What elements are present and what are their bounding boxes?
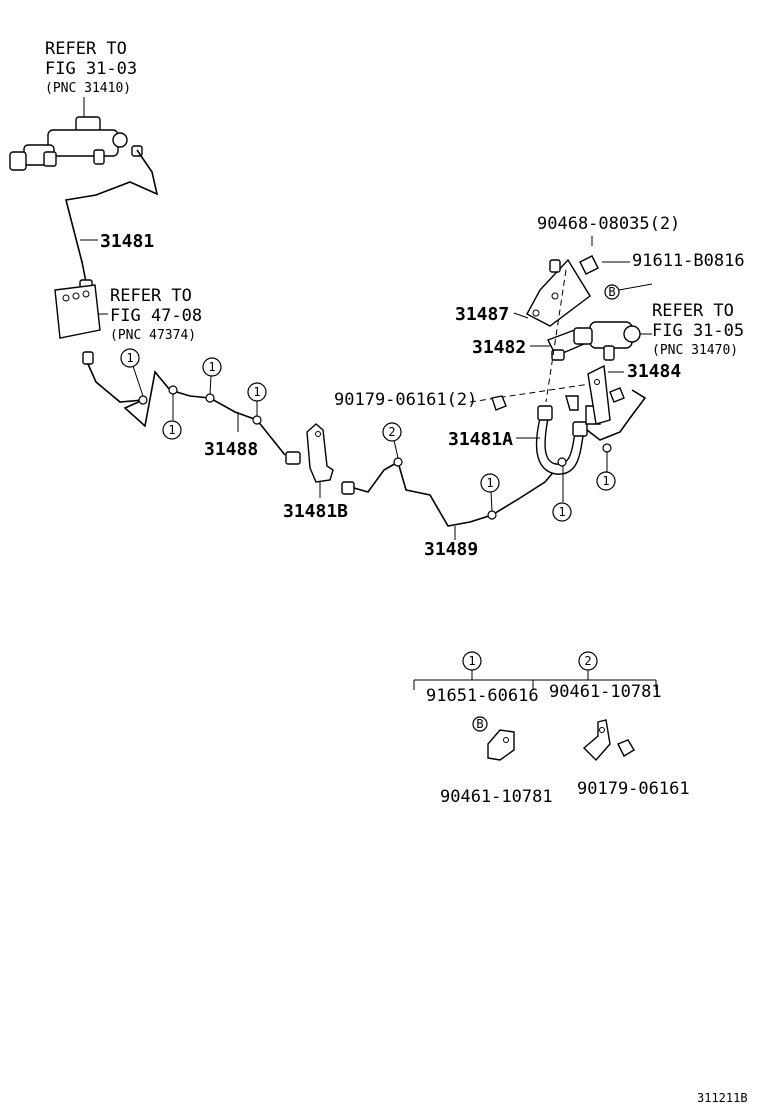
part-label-31481a: 31481A: [448, 429, 513, 450]
svg-text:2: 2: [584, 654, 591, 668]
release-cylinder-drawing: [573, 321, 652, 361]
part-label-31489: 31489: [424, 539, 478, 560]
reservoir-drawing: [54, 284, 108, 339]
part-label-31487: 31487: [455, 304, 509, 325]
master-cylinder-drawing: [9, 97, 143, 171]
part-label-31481: 31481: [100, 231, 154, 252]
hose-31481a-drawing: [535, 405, 588, 475]
callout-1: 1: [596, 471, 616, 491]
svg-text:2: 2: [388, 425, 395, 439]
legend-part-label: 90461-10781: [549, 682, 662, 702]
ref-text: (PNC 47374): [110, 328, 196, 343]
bracket-31487-drawing: [526, 255, 599, 327]
callout-b: B: [604, 284, 620, 300]
svg-text:1: 1: [126, 351, 133, 365]
callout-1: 1: [162, 420, 182, 440]
part-label-91611: 91611-B0816: [632, 251, 745, 271]
ref-text: FIG 47-08: [110, 306, 202, 326]
pipe-31488: [87, 363, 286, 456]
part-label-31482: 31482: [472, 337, 526, 358]
bracket-31481b-drawing: [306, 423, 334, 498]
part-label-90468: 90468-08035(2): [537, 214, 680, 234]
svg-text:1: 1: [602, 474, 609, 488]
ref-text: (PNC 31470): [652, 343, 738, 358]
svg-text:1: 1: [486, 476, 493, 490]
part-label-90179-pair: 90179-06161(2): [334, 390, 477, 410]
pipe-31489: [353, 460, 563, 527]
callout-2: 2: [382, 422, 402, 442]
callout-1: 1: [120, 348, 140, 368]
bracket-31484-drawing: [587, 364, 625, 425]
ref-reservoir: REFER TO FIG 47-08 (PNC 47374): [110, 286, 202, 343]
svg-text:1: 1: [168, 423, 175, 437]
legend-clamp-2-drawing: [582, 719, 635, 762]
ref-text: REFER TO: [110, 286, 192, 306]
ref-text: FIG 31-05: [652, 321, 744, 341]
callout-1: 1: [552, 502, 572, 522]
part-label-31488: 31488: [204, 439, 258, 460]
part-label-31481b: 31481B: [283, 501, 348, 522]
pipe-31481: [65, 149, 159, 283]
ref-master-cylinder: REFER TO FIG 31-03 (PNC 31410): [45, 39, 137, 96]
legend-clamp-b-drawing: B: [472, 716, 515, 761]
svg-text:1: 1: [253, 385, 260, 399]
legend: 1 2 91651-60616 90461-10781 B 90461-1078…: [413, 651, 690, 807]
ref-release-cylinder: REFER TO FIG 31-05 (PNC 31470): [652, 301, 744, 358]
svg-text:1: 1: [468, 654, 475, 668]
legend-callout-2: 2: [578, 651, 598, 671]
ref-text: (PNC 31410): [45, 81, 131, 96]
part-label-31484: 31484: [627, 361, 681, 382]
svg-text:B: B: [476, 717, 483, 731]
legend-part-label: 90179-06161: [577, 779, 690, 799]
ref-text: REFER TO: [652, 301, 734, 321]
svg-text:B: B: [608, 285, 615, 299]
legend-callout-1: 1: [462, 651, 482, 671]
callout-1: 1: [247, 382, 267, 402]
callout-1: 1: [202, 357, 222, 377]
ref-text: REFER TO: [45, 39, 127, 59]
callout-1: 1: [480, 473, 500, 493]
figure-code: 311211B: [697, 1091, 748, 1105]
legend-part-label: 91651-60616: [426, 686, 539, 706]
svg-text:1: 1: [558, 505, 565, 519]
legend-part-label: 90461-10781: [440, 787, 553, 807]
svg-text:1: 1: [208, 360, 215, 374]
ref-text: FIG 31-03: [45, 59, 137, 79]
